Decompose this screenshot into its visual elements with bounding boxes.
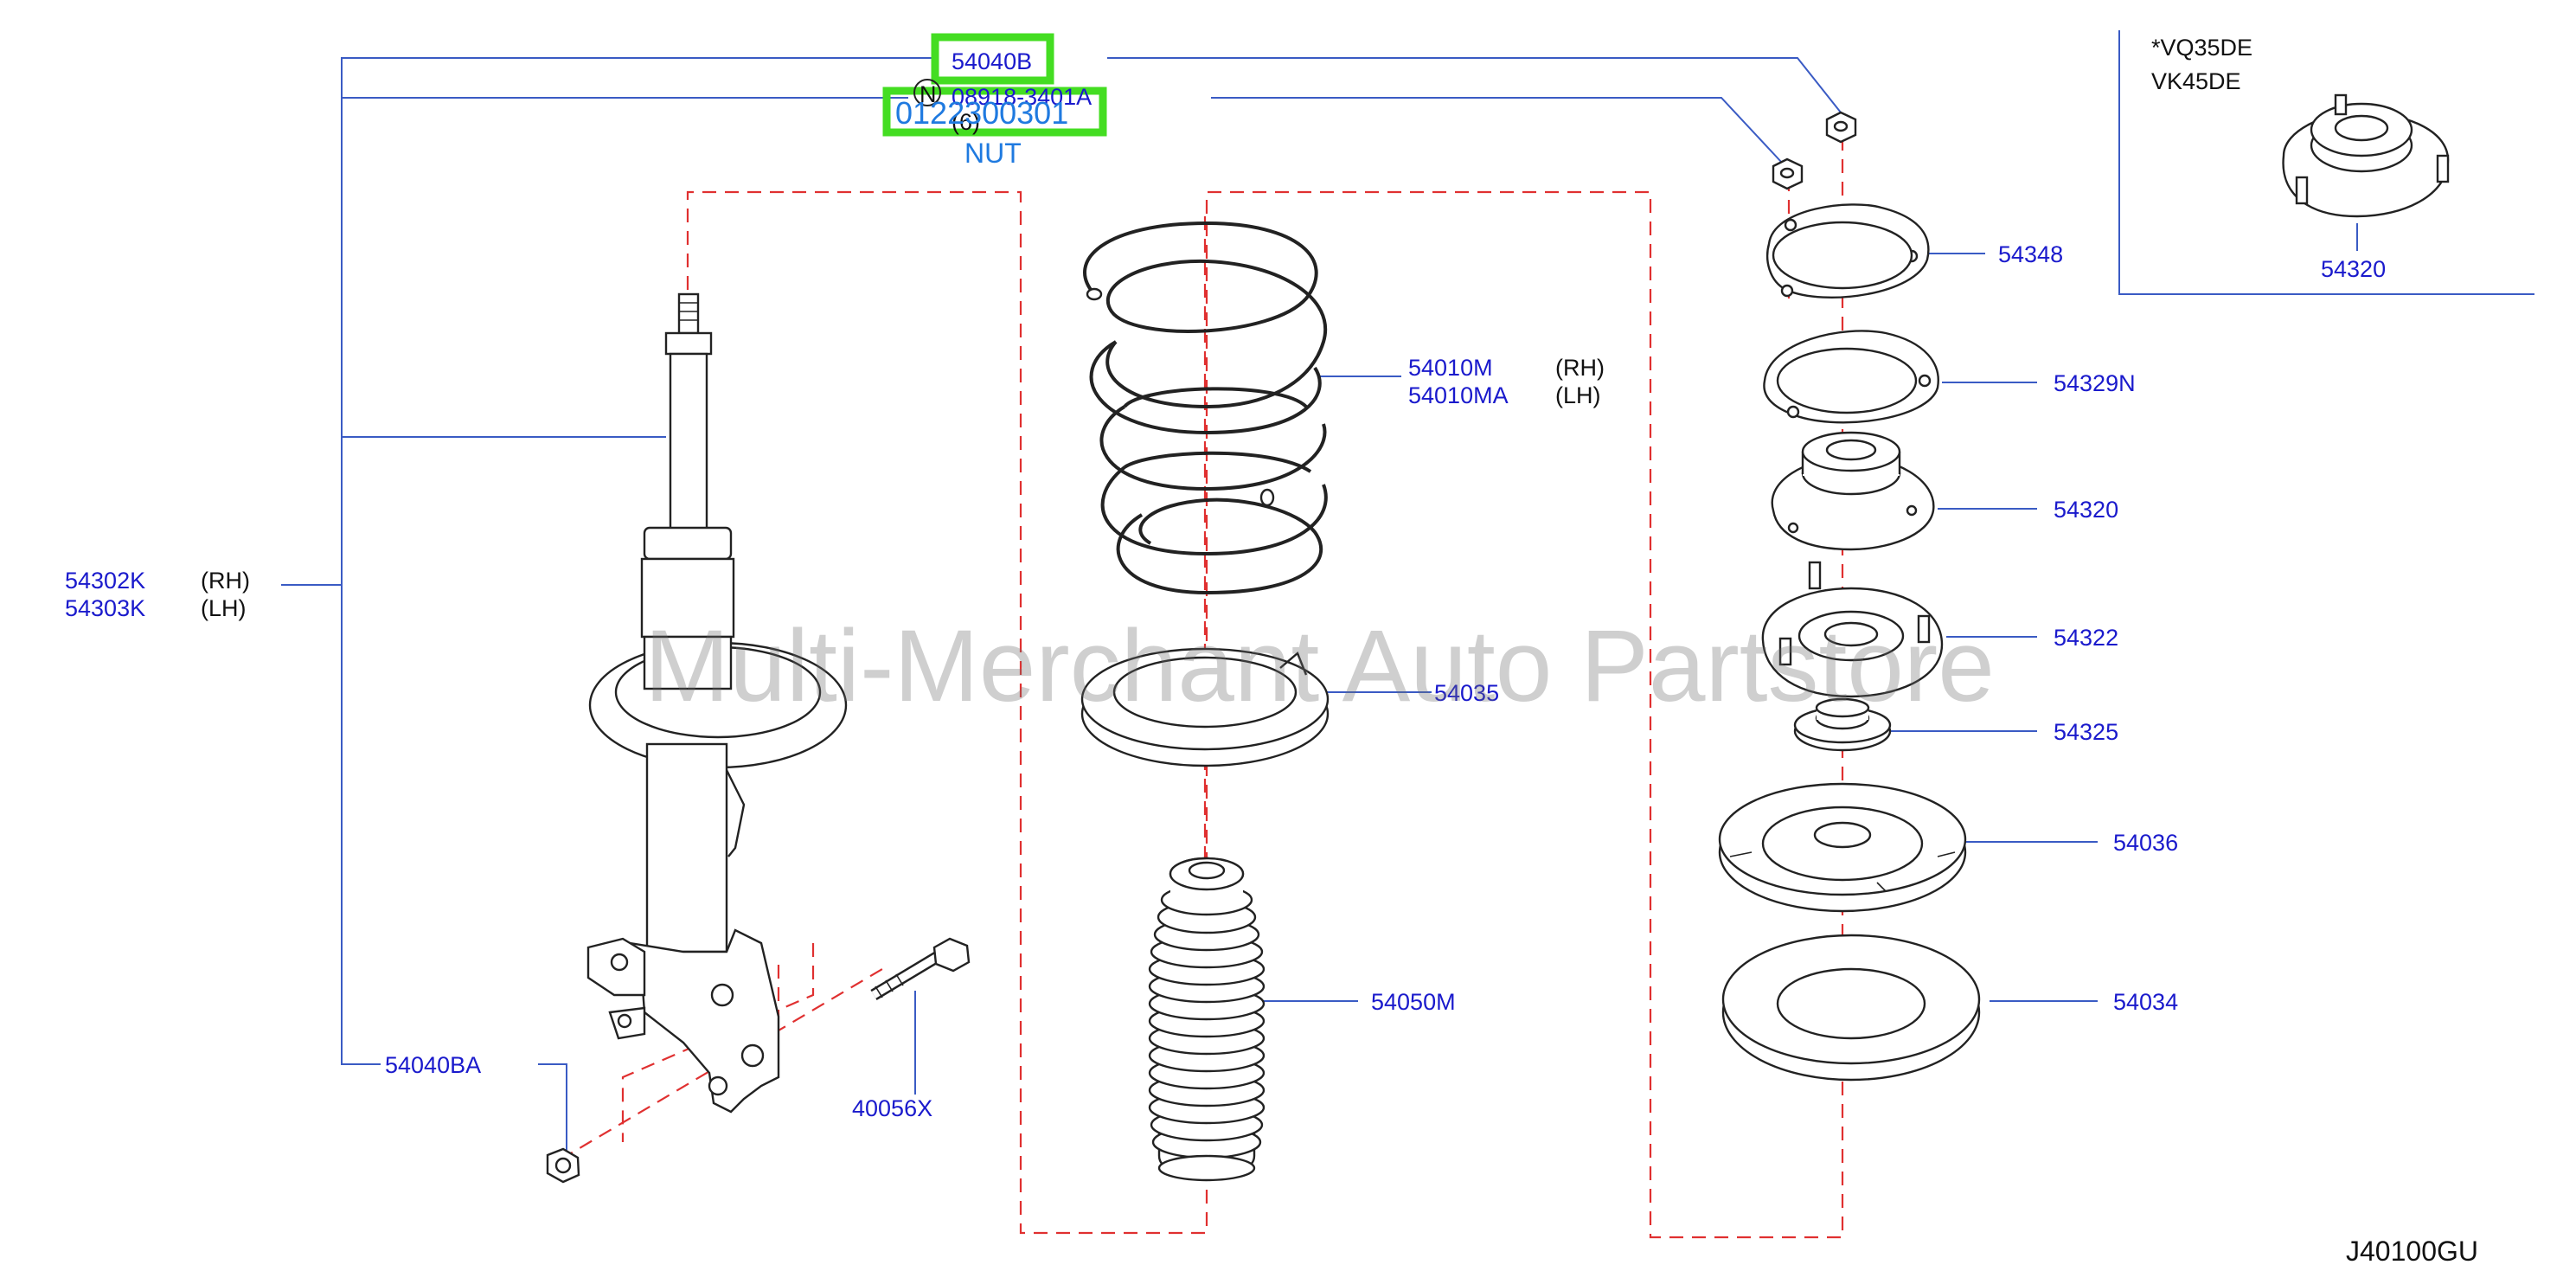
spring-rh-side: (RH)	[1555, 355, 1605, 381]
part-number-54040b[interactable]: 54040B	[952, 48, 1032, 74]
nut-part-number[interactable]: 08918-3401A	[952, 84, 1092, 110]
upper-mount-drawing	[1718, 111, 1981, 1082]
part-number-54322[interactable]: 54322	[2054, 625, 2118, 651]
part-number-54348[interactable]: 54348	[1998, 241, 2063, 267]
inset-variant-vk45de: VK45DE	[2151, 68, 2241, 94]
part-number-54320[interactable]: 54320	[2054, 497, 2118, 523]
coil-spring-drawing	[1083, 221, 1328, 595]
nut-marker-circle	[913, 79, 941, 106]
strut-lh-side: (LH)	[201, 595, 247, 621]
spring-lh-part-number[interactable]: 54010MA	[1408, 382, 1509, 408]
strut-lh-part-number[interactable]: 54303K	[65, 595, 145, 621]
watermark: Multi-Merchant Auto Partstore	[644, 609, 1995, 723]
inset-mount-drawing	[2282, 93, 2450, 218]
part-number-54050m[interactable]: 54050M	[1371, 989, 1456, 1015]
strut-rh-part-number[interactable]: 54302K	[65, 568, 145, 594]
part-number-54034[interactable]: 54034	[2113, 989, 2178, 1015]
spring-rh-part-number[interactable]: 54010M	[1408, 355, 1493, 381]
strut-assembly-drawing	[546, 292, 848, 1184]
part-number-54329n[interactable]: 54329N	[2054, 370, 2136, 396]
diagram-code: J40100GU	[2346, 1236, 2478, 1267]
part-number-54035[interactable]: 54035	[1434, 680, 1499, 706]
part-number-54325[interactable]: 54325	[2054, 719, 2118, 745]
nut-quantity: (6)	[952, 109, 980, 135]
replacement-part-number[interactable]: 0122300301	[895, 95, 1068, 131]
part-number-54036[interactable]: 54036	[2113, 830, 2178, 856]
strut-rh-side: (RH)	[201, 568, 250, 594]
part-number-54040ba[interactable]: 54040BA	[385, 1052, 481, 1078]
inset-variant-vq35de: *VQ35DE	[2151, 35, 2252, 61]
leader-lines	[281, 30, 2534, 1155]
part-number-40056x[interactable]: 40056X	[852, 1095, 932, 1121]
replacement-part-desc: NUT	[964, 138, 1022, 169]
bolt-drawing	[870, 937, 971, 1001]
inset-part-number-54320[interactable]: 54320	[2321, 256, 2386, 282]
highlight-box-replacement	[882, 87, 1107, 137]
bound-bumper-drawing	[1148, 857, 1266, 1182]
nut-marker-letter: N	[920, 81, 937, 107]
spring-lh-side: (LH)	[1555, 382, 1601, 408]
highlight-box-top	[931, 33, 1054, 85]
lower-spring-seat-drawing	[1080, 647, 1330, 767]
